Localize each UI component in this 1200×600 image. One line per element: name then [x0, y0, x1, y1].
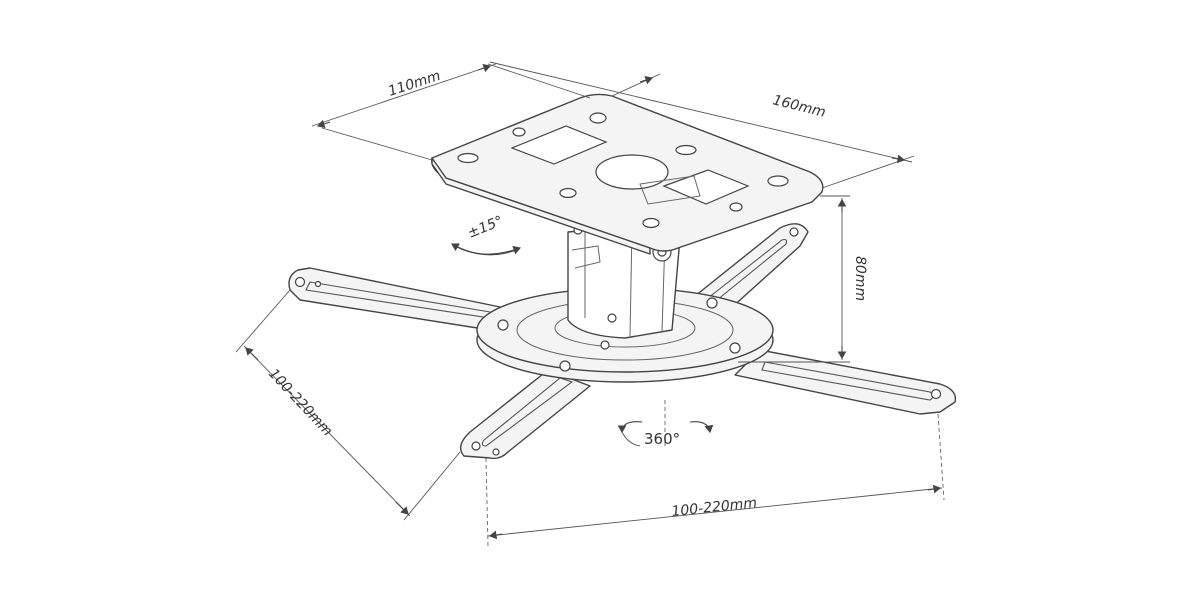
- plate-cutout-right: [662, 169, 750, 205]
- arm-left: [288, 267, 506, 331]
- dimension-110mm-label: 110mm: [386, 68, 442, 100]
- dimension-80mm: 80mm: [738, 195, 868, 363]
- dimension-160mm-label: 160mm: [771, 92, 827, 121]
- disc-screw-front: [559, 360, 571, 372]
- disc-screw-back: [706, 297, 718, 309]
- dimension-80mm-label: 80mm: [852, 256, 868, 301]
- mounting-arms: [288, 223, 957, 460]
- tilt-indicator: ±15°: [451, 213, 522, 256]
- rotation-indicator: 360°: [617, 400, 714, 448]
- dimension-arm-bottom: 100-220mm: [485, 413, 945, 547]
- arm-back-right: [689, 223, 809, 319]
- rotation-label: 360°: [644, 430, 680, 448]
- dimension-arm-bottom-label: 100-220mm: [671, 495, 758, 520]
- tilt-label: ±15°: [466, 213, 506, 242]
- plate-center-hole: [595, 154, 669, 190]
- arm-right: [734, 349, 957, 415]
- plate-cutout-left: [510, 125, 608, 165]
- arm-front-left: [459, 369, 591, 460]
- disc-screw-right: [729, 342, 741, 354]
- disc-screw-left: [497, 319, 509, 331]
- dimension-arm-left-label: 100-220mm: [265, 366, 335, 440]
- ceiling-plate: [431, 93, 824, 255]
- dimension-arm-left: 100-220mm: [235, 289, 461, 521]
